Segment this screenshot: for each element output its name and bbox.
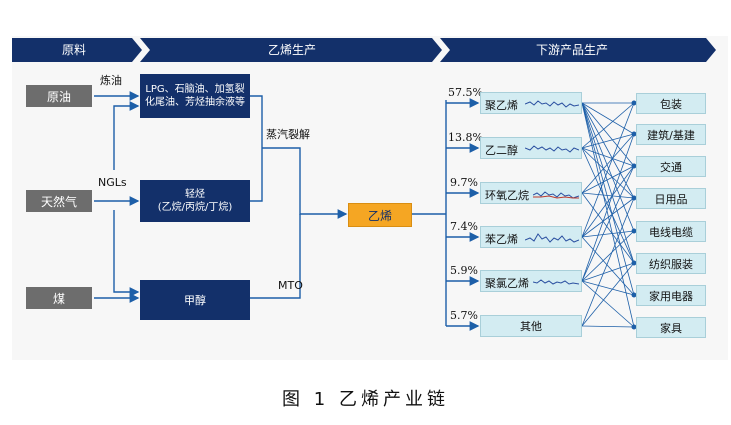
product-styrene: 苯乙烯 [480,226,582,248]
product-styrene-label: 苯乙烯 [485,233,518,246]
share-other: 5.7% [450,309,478,322]
product-ethylene-glycol: 乙二醇 [480,137,582,159]
enduse-textiles: 纺织服装 [636,253,706,274]
edge-gas-to-methanol [113,210,140,297]
product-ethylene-oxide: 环氧乙烷 [480,182,582,204]
stage-ethylene-label: 乙烯生产 [268,43,317,57]
product-ethylene-oxide-label: 环氧乙烷 [485,189,529,202]
process-oil-products: LPG、石脑油、加氢裂化尾油、芳烃抽余液等 [140,74,250,118]
product-polyethylene-label: 聚乙烯 [485,99,518,112]
raw-natural-gas: 天然气 [26,190,92,212]
label-ngls: NGLs [98,176,127,189]
edge-methanol-to-ethylene [250,214,301,299]
stage-downstream-label: 下游产品生产 [536,43,609,57]
enduse-transport: 交通 [636,156,706,177]
stage-downstream-chevron [440,38,716,62]
share-pvc: 5.9% [450,264,478,277]
stage-raw-chevron [12,38,142,62]
product-polyethylene: 聚乙烯 [480,92,582,114]
enduse-wire-cable: 电线电缆 [636,221,706,242]
polyethylene-sparkline [525,100,579,108]
figure-caption: 图 1 乙烯产业链 [282,389,449,410]
product-ethylene-glycol-label: 乙二醇 [485,144,518,157]
enduse-packaging: 包装 [636,93,706,114]
stage-raw-label: 原料 [62,43,87,57]
raw-coal: 煤 [26,287,92,309]
edge-cracking-to-ethylene [262,147,348,219]
product-other: 其他 [480,315,582,337]
product-pvc: 聚氯乙烯 [480,270,582,292]
edge-gas-to-oilproducts [113,101,140,170]
process-oil-products-text: LPG、石脑油、加氢裂化尾油、芳烃抽余液等 [145,84,245,108]
stage-ethylene-chevron [140,38,442,62]
enduse-construction: 建筑/基建 [636,124,706,145]
ethylene-box: 乙烯 [348,203,412,227]
enduse-daily-goods: 日用品 [636,188,706,209]
label-steam-cracking: 蒸汽裂解 [266,128,310,141]
styrene-sparkline [525,233,579,243]
pvc-sparkline [533,279,579,285]
product-pvc-label: 聚氯乙烯 [485,277,529,290]
share-ethylene-glycol: 13.8% [448,131,483,144]
process-methanol: 甲醇 [140,280,250,320]
process-light-hydrocarbons: 轻烃 (乙烷/丙烷/丁烷) [140,180,250,222]
raw-crude-oil: 原油 [26,85,92,107]
share-ethylene-oxide: 9.7% [450,176,478,189]
label-mto: MTO [278,279,303,292]
share-polyethylene: 57.5% [448,86,483,99]
enduse-appliances: 家用电器 [636,285,706,306]
enduse-furniture: 家具 [636,317,706,338]
ethylene-glycol-sparkline [525,145,579,153]
edge-oilproducts-to-cracking [250,95,263,202]
ethylene-oxide-sparkline [533,191,579,199]
share-styrene: 7.4% [450,220,478,233]
label-refining: 炼油 [100,74,122,87]
product-enduse-mesh [581,102,635,328]
process-light-hydrocarbons-text: 轻烃 (乙烷/丙烷/丁烷) [157,189,233,213]
